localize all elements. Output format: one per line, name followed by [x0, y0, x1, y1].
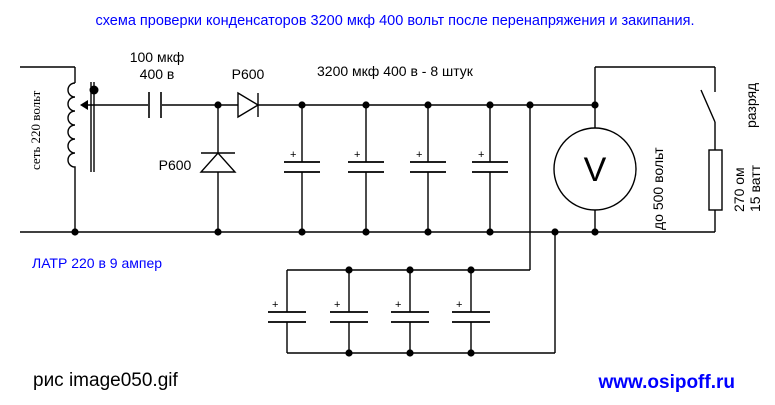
capacitor-lower-2: [330, 311, 368, 323]
shunt-diode-label: P600: [159, 157, 192, 173]
series-diode: [237, 91, 260, 119]
polarity-mark: +: [456, 299, 462, 311]
polarity-mark: +: [354, 149, 360, 161]
wiring: [20, 66, 716, 354]
capacitor-bank-label: 3200 мкф 400 в - 8 штук: [317, 63, 474, 79]
discharge-resistor: [708, 149, 723, 211]
voltmeter-symbol: V: [584, 151, 607, 189]
polarity-mark: +: [290, 149, 296, 161]
polarity-mark: +: [334, 299, 340, 311]
polarity-mark: +: [478, 149, 484, 161]
switch-label: разряд: [743, 83, 759, 128]
capacitor-lower-4: [452, 311, 490, 323]
autotransformer: [67, 82, 95, 172]
input-capacitor: [148, 92, 162, 118]
input-capacitor-value: 100 мкф: [130, 49, 185, 65]
voltmeter-range-label: до 500 вольт: [650, 147, 666, 230]
mains-label: сеть 220 вольт: [28, 90, 43, 170]
voltmeter: V: [553, 127, 637, 211]
resistor-value-label: 270 ом: [731, 167, 747, 212]
transformer-tap-dot: [89, 85, 99, 95]
figure-caption: рис image050.gif: [33, 370, 178, 391]
capacitor-upper-1: [284, 161, 320, 173]
capacitor-lower-1: [268, 311, 306, 323]
shunt-diode: [199, 151, 237, 173]
polarity-mark: +: [395, 299, 401, 311]
capacitor-upper-3: [410, 161, 446, 173]
capacitor-upper-2: [348, 161, 384, 173]
series-diode-label: P600: [232, 66, 265, 82]
polarity-marks: + + + + + + + +: [272, 149, 484, 311]
latr-label: ЛАТР 220 в 9 ампер: [32, 255, 162, 271]
capacitor-upper-4: [472, 161, 508, 173]
input-capacitor-voltage: 400 в: [140, 66, 175, 82]
resistor-power-label: 15 ватт: [747, 164, 763, 212]
lower-capacitor-bank: [268, 311, 490, 323]
junction-dots: [71, 101, 599, 357]
polarity-mark: +: [416, 149, 422, 161]
transformer-wiper-arrow: [80, 100, 88, 110]
capacitor-lower-3: [391, 311, 429, 323]
polarity-mark: +: [272, 299, 278, 311]
discharge-switch: [700, 89, 716, 123]
upper-capacitor-bank: [284, 161, 508, 173]
page-title: схема проверки конденсаторов 3200 мкф 40…: [95, 13, 694, 29]
website-link[interactable]: www.osipoff.ru: [597, 372, 735, 393]
